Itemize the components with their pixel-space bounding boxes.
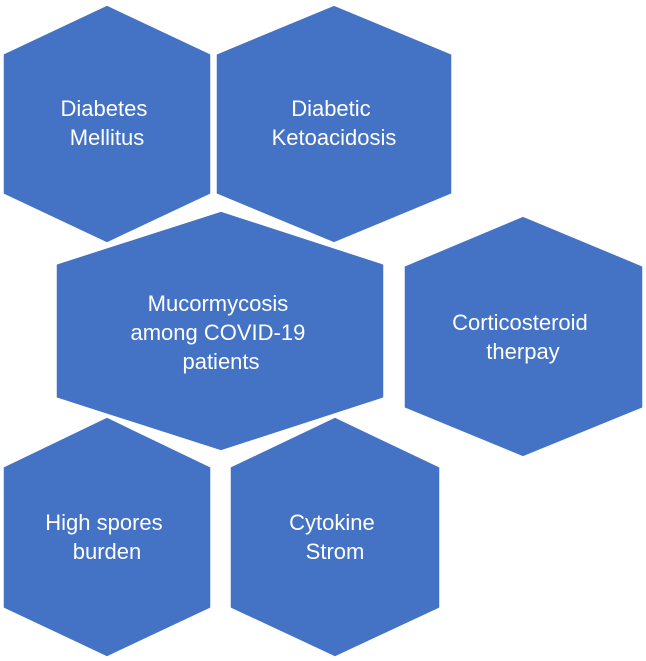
label-line: patients [182, 349, 259, 374]
hexagon-shape [55, 210, 385, 452]
hexagon-shape [229, 416, 441, 658]
hex-label-mucormycosis: Mucormycosis among COVID-19 patients [131, 291, 312, 374]
hexagon-shape [215, 4, 453, 244]
label-line: Mucormycosis [148, 291, 289, 316]
label-line: burden [73, 539, 142, 564]
label-line: High spores [45, 510, 162, 535]
hexagon-shape [2, 416, 212, 658]
hex-node-mucormycosis: Mucormycosis among COVID-19 patients [55, 210, 385, 452]
hexagon-shape [403, 215, 644, 458]
label-line: Cytokine [289, 510, 375, 535]
hex-node-cytokine-strom: Cytokine Strom [229, 416, 441, 658]
hex-node-diabetic-ketoacidosis: Diabetic Ketoacidosis [215, 4, 453, 244]
label-line: Diabetic [291, 96, 370, 121]
label-line: Mellitus [70, 125, 145, 150]
label-line: Ketoacidosis [272, 125, 397, 150]
label-line: Diabetes [61, 96, 148, 121]
label-line: therpay [486, 339, 559, 364]
hex-label-cytokine: Cytokine Strom [289, 510, 381, 564]
label-line: among COVID-19 [131, 320, 306, 345]
hex-label-corticosteroid: Corticosteroid therpay [452, 310, 594, 364]
hex-label-spores: High spores burden [45, 510, 169, 564]
hex-node-diabetes-mellitus: Diabetes Mellitus [2, 4, 212, 244]
label-line: Strom [306, 539, 365, 564]
hex-label-diabetes: Diabetes Mellitus [61, 96, 154, 150]
hex-label-ketoacidosis: Diabetic Ketoacidosis [272, 96, 397, 150]
label-line: Corticosteroid [452, 310, 588, 335]
hexagon-shape [2, 4, 212, 244]
hex-node-corticosteroid: Corticosteroid therpay [403, 215, 644, 458]
hex-node-high-spores: High spores burden [2, 416, 212, 658]
